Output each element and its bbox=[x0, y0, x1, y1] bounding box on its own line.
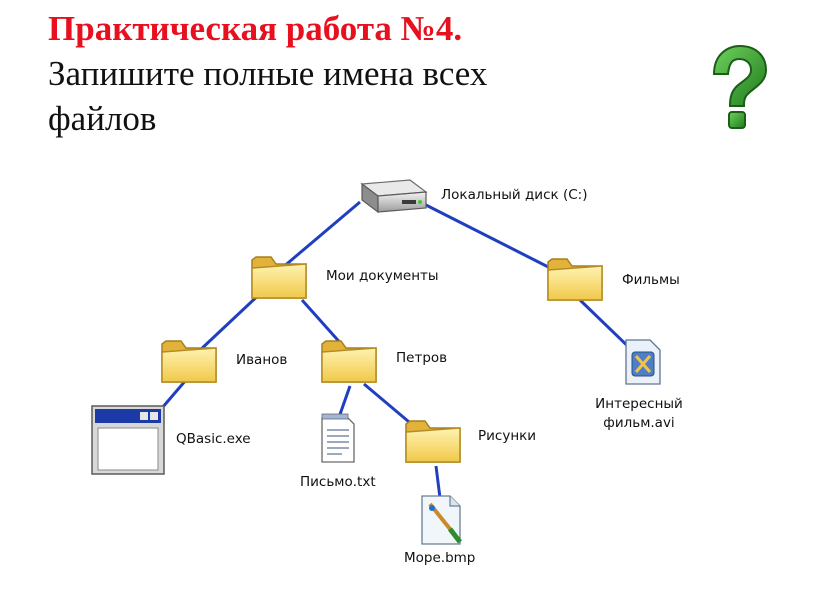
heading-line-3: файлов bbox=[48, 99, 157, 138]
node-label-sea: Море.bmp bbox=[404, 550, 476, 566]
folder-icon[interactable] bbox=[161, 340, 217, 383]
node-label-local-disk: Локальный диск (C:) bbox=[441, 187, 588, 203]
question-mark-icon bbox=[712, 44, 768, 129]
connector-root-films bbox=[419, 200, 571, 280]
connector-mydocs-ivanov bbox=[196, 288, 266, 354]
folder-icon[interactable] bbox=[251, 256, 307, 299]
folder-icon[interactable] bbox=[321, 340, 377, 383]
node-label-films: Фильмы bbox=[622, 272, 680, 288]
node-label-my-documents: Мои документы bbox=[326, 268, 439, 284]
application-window-icon[interactable] bbox=[91, 405, 165, 475]
folder-icon[interactable] bbox=[547, 258, 603, 301]
hard-drive-icon[interactable] bbox=[360, 179, 428, 214]
heading-line-2: Запишите полные имена всех bbox=[48, 54, 488, 93]
connector-pictures-sea bbox=[434, 465, 442, 499]
heading: Практическая работа №4. Запишите полные … bbox=[48, 6, 648, 141]
connector-root-mydocs bbox=[281, 200, 361, 270]
node-label-letter: Письмо.txt bbox=[300, 474, 376, 490]
node-label-movie-line-1: Интересный bbox=[595, 396, 683, 412]
node-label-ivanov: Иванов bbox=[236, 352, 288, 368]
text-document-icon[interactable] bbox=[321, 413, 355, 463]
node-label-pictures: Рисунки bbox=[478, 428, 537, 444]
folder-icon[interactable] bbox=[405, 420, 461, 463]
tree-connectors bbox=[148, 200, 640, 499]
node-label-movie: Интересный фильм.avi bbox=[584, 395, 694, 433]
node-label-qbasic: QBasic.exe bbox=[176, 431, 251, 447]
node-label-movie-line-2: фильм.avi bbox=[603, 415, 675, 431]
image-file-icon[interactable] bbox=[421, 495, 462, 545]
heading-title: Практическая работа №4. bbox=[48, 9, 463, 48]
node-label-petrov: Петров bbox=[396, 350, 448, 366]
video-file-icon[interactable] bbox=[625, 339, 661, 385]
